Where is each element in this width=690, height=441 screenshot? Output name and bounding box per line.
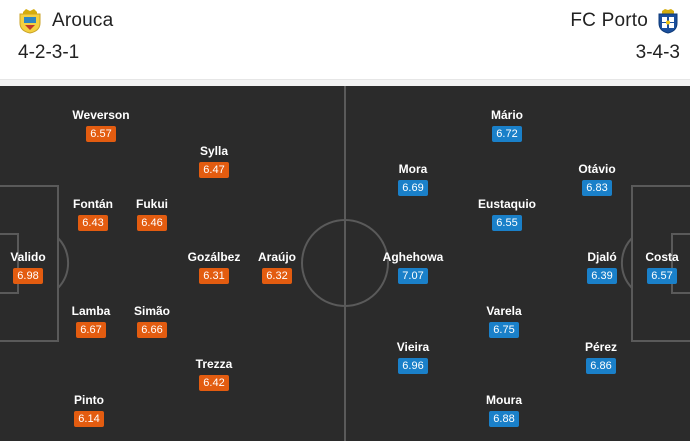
- player-rating: 6.43: [78, 215, 108, 231]
- player-rating: 6.75: [489, 322, 519, 338]
- player-fontan[interactable]: Fontán 6.43: [53, 197, 133, 231]
- player-vieira[interactable]: Vieira 6.96: [373, 340, 453, 374]
- home-team-block: Arouca 4-2-3-1: [18, 8, 113, 64]
- player-name: Trezza: [195, 357, 233, 371]
- player-weverson[interactable]: Weverson 6.57: [61, 108, 141, 142]
- home-formation: 4-2-3-1: [18, 42, 80, 63]
- home-team-name[interactable]: Arouca: [52, 10, 114, 31]
- player-name: Weverson: [72, 108, 130, 122]
- player-name: Gozálbez: [187, 250, 241, 264]
- player-name: Lamba: [71, 304, 111, 318]
- player-name: Pinto: [74, 393, 104, 407]
- player-pinto[interactable]: Pinto 6.14: [49, 393, 129, 427]
- player-rating: 6.86: [586, 358, 616, 374]
- player-lamba[interactable]: Lamba 6.67: [51, 304, 131, 338]
- player-name: Mário: [490, 108, 523, 122]
- player-mario[interactable]: Mário 6.72: [467, 108, 547, 142]
- player-name: Valido: [10, 250, 46, 264]
- match-header: Arouca 4-2-3-1 FC Porto 3-4-3: [0, 0, 690, 80]
- player-rating: 6.88: [489, 411, 519, 427]
- player-rating: 6.42: [199, 375, 229, 391]
- player-aghehowa[interactable]: Aghehowa 7.07: [373, 250, 453, 284]
- player-name: Otávio: [578, 162, 616, 176]
- player-rating: 6.55: [492, 215, 522, 231]
- player-rating: 6.32: [262, 268, 292, 284]
- player-rating: 6.67: [76, 322, 106, 338]
- player-djalo[interactable]: Djaló 6.39: [562, 250, 642, 284]
- player-name: Moura: [486, 393, 522, 407]
- player-rating: 6.31: [199, 268, 229, 284]
- player-costa[interactable]: Costa 6.57: [622, 250, 690, 284]
- player-rating: 6.69: [398, 180, 428, 196]
- player-name: Fontán: [73, 197, 113, 211]
- player-sylla[interactable]: Sylla 6.47: [174, 144, 254, 178]
- player-name: Araújo: [257, 250, 296, 264]
- player-name: Eustaquio: [477, 197, 536, 211]
- away-formation: 3-4-3: [635, 42, 680, 63]
- player-rating: 6.83: [582, 180, 612, 196]
- player-simao[interactable]: Simão 6.66: [112, 304, 192, 338]
- player-name: Simão: [133, 304, 170, 318]
- player-name: Aghehowa: [382, 250, 444, 264]
- player-rating: 6.39: [587, 268, 617, 284]
- player-name: Sylla: [199, 144, 229, 158]
- player-rating: 6.14: [74, 411, 104, 427]
- player-rating: 7.07: [398, 268, 428, 284]
- player-name: Djaló: [587, 250, 617, 264]
- player-perez[interactable]: Pérez 6.86: [561, 340, 641, 374]
- player-varela[interactable]: Varela 6.75: [464, 304, 544, 338]
- player-mora[interactable]: Mora 6.69: [373, 162, 453, 196]
- player-name: Costa: [645, 250, 679, 264]
- porto-crest-icon: [658, 9, 678, 34]
- player-otavio[interactable]: Otávio 6.83: [557, 162, 637, 196]
- player-name: Fukui: [136, 197, 168, 211]
- player-rating: 6.57: [86, 126, 116, 142]
- player-rating: 6.98: [13, 268, 43, 284]
- player-name: Vieira: [396, 340, 430, 354]
- player-araujo[interactable]: Araújo 6.32: [237, 250, 317, 284]
- player-rating: 6.96: [398, 358, 428, 374]
- player-fukui[interactable]: Fukui 6.46: [112, 197, 192, 231]
- player-rating: 6.57: [647, 268, 677, 284]
- player-rating: 6.72: [492, 126, 522, 142]
- player-moura[interactable]: Moura 6.88: [464, 393, 544, 427]
- player-name: Mora: [398, 162, 428, 176]
- pitch: Weverson 6.57 Sylla 6.47 Fontán 6.43 Fuk…: [0, 86, 690, 441]
- player-valido[interactable]: Valido 6.98: [0, 250, 68, 284]
- player-trezza[interactable]: Trezza 6.42: [174, 357, 254, 391]
- player-rating: 6.66: [137, 322, 167, 338]
- away-team-block: FC Porto 3-4-3: [570, 8, 680, 64]
- player-rating: 6.47: [199, 162, 229, 178]
- arouca-crest-icon: [19, 9, 41, 34]
- pitch-lines: [0, 86, 690, 441]
- player-eustaquio[interactable]: Eustaquio 6.55: [467, 197, 547, 231]
- away-team-name[interactable]: FC Porto: [570, 10, 648, 31]
- player-name: Varela: [486, 304, 522, 318]
- player-rating: 6.46: [137, 215, 167, 231]
- player-gozalbez[interactable]: Gozálbez 6.31: [174, 250, 254, 284]
- player-name: Pérez: [584, 340, 618, 354]
